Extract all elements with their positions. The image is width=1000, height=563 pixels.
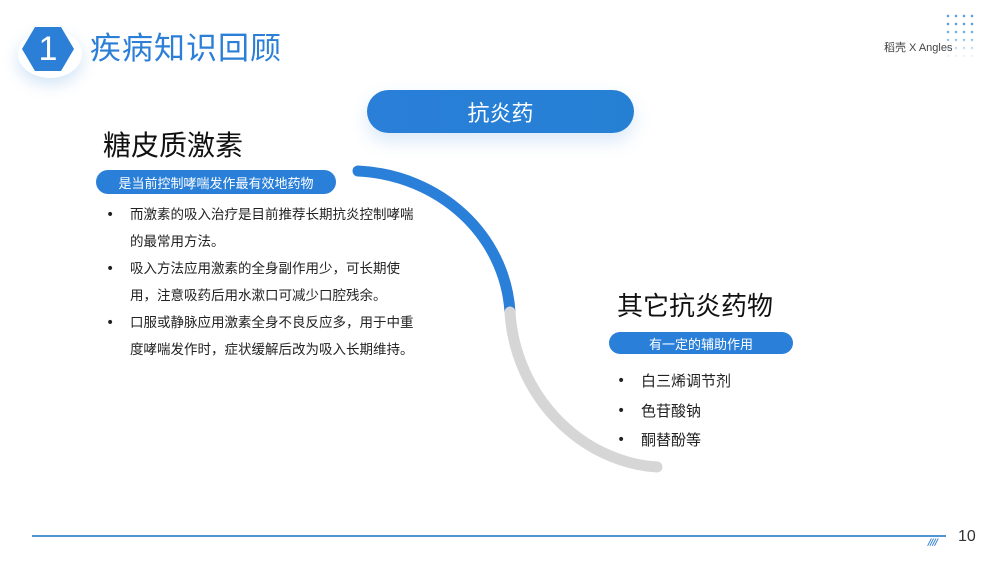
list-item: 酮替酚等 (617, 426, 731, 456)
list-item: 口服或静脉应用激素全身不良反应多，用于中重度哮喘发作时，症状缓解后改为吸入长期维… (106, 310, 416, 364)
right-section-title: 其它抗炎药物 (617, 292, 774, 322)
left-section-tag: 是当前控制哮喘发作最有效地药物 (96, 170, 336, 194)
page-number: 10 (958, 528, 976, 545)
footer-divider (32, 535, 946, 537)
page-title: 疾病知识回顾 (90, 31, 282, 67)
footer-stripe-icon: //// (928, 538, 938, 548)
left-section-title: 糖皮质激素 (103, 129, 244, 162)
center-topic-label: 抗炎药 (467, 101, 534, 127)
dot-grid-decoration (944, 12, 976, 60)
right-section-tag: 有一定的辅助作用 (609, 332, 793, 354)
left-tag-label: 是当前控制哮喘发作最有效地药物 (118, 176, 314, 192)
list-item: 吸入方法应用激素的全身副作用少，可长期使用，注意吸药后用水漱口可减少口腔残余。 (106, 256, 416, 310)
left-bullet-list: 而激素的吸入治疗是目前推荐长期抗炎控制哮喘的最常用方法。 吸入方法应用激素的全身… (106, 202, 416, 364)
brand-label: 稻壳 X Angles (884, 42, 953, 54)
center-topic-pill: 抗炎药 (367, 90, 634, 133)
list-item: 白三烯调节剂 (617, 367, 731, 397)
section-number: 1 (38, 30, 58, 68)
list-item: 而激素的吸入治疗是目前推荐长期抗炎控制哮喘的最常用方法。 (106, 202, 416, 256)
right-tag-label: 有一定的辅助作用 (648, 337, 753, 353)
right-bullet-list: 白三烯调节剂 色苷酸钠 酮替酚等 (617, 367, 731, 456)
list-item: 色苷酸钠 (617, 397, 731, 427)
